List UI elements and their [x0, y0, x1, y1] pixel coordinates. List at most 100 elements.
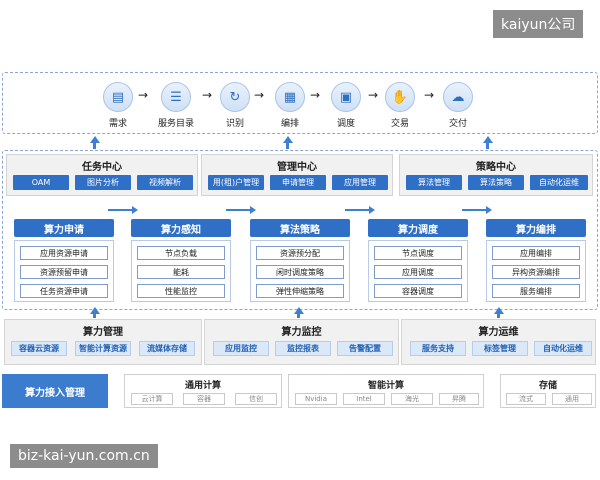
resource-title: 智能计算 — [367, 381, 404, 391]
panel-title: 算力运维 — [478, 327, 519, 338]
module-item[interactable]: 节点负载 — [137, 246, 225, 260]
flow-container — [2, 72, 598, 134]
ops-item-button[interactable]: 智能计算资源 — [75, 341, 131, 356]
module-item[interactable]: 应用资源申请 — [20, 246, 108, 260]
ops-item-button[interactable]: 流媒体存储 — [139, 341, 195, 356]
panel-title: 任务中心 — [82, 162, 122, 173]
flow-label: 服务目录 — [157, 119, 194, 129]
up-arrow-stem — [93, 313, 96, 318]
compute-access-management[interactable]: 算力接入管理 — [2, 374, 108, 408]
list-icon: ☰ — [161, 82, 191, 112]
module-item[interactable]: 性能监控 — [137, 284, 225, 298]
up-arrow-icon — [90, 307, 100, 314]
module-item[interactable]: 应用调度 — [374, 265, 462, 279]
up-arrow-stem — [497, 313, 500, 318]
arrow-right-icon: → — [424, 88, 435, 102]
compute-monitoring-panel: 算力监控 应用监控 监控报表 告警配置 — [204, 319, 399, 365]
cloud-icon: ☁ — [443, 82, 473, 112]
module-header: 算力申请 — [14, 219, 114, 237]
arrow-right-icon — [226, 206, 256, 214]
flow-step-orchestrate: ▦ 编排 — [260, 82, 320, 129]
up-arrow-icon — [90, 136, 100, 143]
module-item[interactable]: 能耗 — [137, 265, 225, 279]
handshake-icon: ✋ — [385, 82, 415, 112]
module-item[interactable]: 容器调度 — [374, 284, 462, 298]
ops-item-button[interactable]: 应用监控 — [213, 341, 269, 356]
arrow-right-icon: → — [202, 88, 213, 102]
resource-title: 存储 — [538, 381, 557, 391]
up-arrow-icon — [483, 136, 493, 143]
up-arrow-icon — [294, 307, 304, 314]
arrow-right-icon — [345, 206, 375, 214]
arrow-right-icon: → — [368, 88, 379, 102]
module-item[interactable]: 任务资源申请 — [20, 284, 108, 298]
ops-item-button[interactable]: 自动化运维 — [534, 341, 592, 356]
general-compute-box: 通用计算 云计算 容器 信创 — [124, 374, 282, 408]
strategy-center-panel: 策略中心 算法管理 算法策略 自动化运维 — [399, 154, 593, 196]
resource-item: Nvidia — [295, 393, 337, 405]
module-item[interactable]: 弹性伸缩策略 — [256, 284, 344, 298]
flow-label: 交付 — [448, 119, 467, 129]
ops-item-button[interactable]: 标签管理 — [472, 341, 528, 356]
module-item[interactable]: 资源预留申请 — [20, 265, 108, 279]
flow-label: 识别 — [225, 119, 244, 129]
module-item[interactable]: 资源预分配 — [256, 246, 344, 260]
flow-label: 需求 — [108, 119, 127, 129]
compute-operations-panel: 算力运维 服务支持 标签管理 自动化运维 — [401, 319, 596, 365]
refresh-icon: ↻ — [220, 82, 250, 112]
watermark-top: kaiyun公司 — [493, 10, 584, 38]
flow-label: 编排 — [280, 119, 299, 129]
resource-item: 云计算 — [131, 393, 173, 405]
center-item-button[interactable]: 应用管理 — [332, 175, 388, 190]
module-item[interactable]: 节点调度 — [374, 246, 462, 260]
center-item-button[interactable]: 用(租)户管理 — [208, 175, 264, 190]
center-item-button[interactable]: 算法策略 — [468, 175, 524, 190]
center-item-button[interactable]: OAM — [13, 175, 69, 190]
module-item[interactable]: 应用编排 — [492, 246, 580, 260]
ops-item-button[interactable]: 容器云资源 — [11, 341, 67, 356]
intelligent-compute-box: 智能计算 Nvidia Intel 海光 昇腾 — [288, 374, 484, 408]
storage-box: 存储 流式 通用 — [500, 374, 596, 408]
module-header: 算法策略 — [250, 219, 350, 237]
center-item-button[interactable]: 视频解析 — [137, 175, 193, 190]
resource-item: 通用 — [552, 393, 592, 405]
resource-item: 容器 — [183, 393, 225, 405]
flow-step-trade: ✋ 交易 — [370, 82, 430, 129]
module-header: 算力感知 — [131, 219, 231, 237]
panel-title: 管理中心 — [277, 162, 317, 173]
resource-item: 海光 — [391, 393, 433, 405]
watermark-bottom: biz-kai-yun.com.cn — [10, 444, 158, 468]
management-center-panel: 管理中心 用(租)户管理 申请管理 应用管理 — [201, 154, 393, 196]
module-item[interactable]: 闲时调度策略 — [256, 265, 344, 279]
flow-label: 调度 — [336, 119, 355, 129]
panel-title: 算力监控 — [281, 327, 322, 338]
up-arrow-stem — [297, 313, 300, 318]
task-center-panel: 任务中心 OAM 图片分析 视频解析 — [6, 154, 198, 196]
center-item-button[interactable]: 申请管理 — [270, 175, 326, 190]
monitor-icon: ▣ — [331, 82, 361, 112]
ops-item-button[interactable]: 监控报表 — [275, 341, 331, 356]
ops-item-button[interactable]: 服务支持 — [410, 341, 466, 356]
center-item-button[interactable]: 图片分析 — [75, 175, 131, 190]
module-item[interactable]: 异构资源编排 — [492, 265, 580, 279]
module-item[interactable]: 服务编排 — [492, 284, 580, 298]
arrow-right-icon — [462, 206, 492, 214]
flow-label: 交易 — [390, 119, 409, 129]
arrow-right-icon — [108, 206, 138, 214]
flow-step-demand: ▤ 需求 — [88, 82, 148, 129]
document-icon: ▤ — [103, 82, 133, 112]
flow-step-identify: ↻ 识别 — [205, 82, 265, 129]
center-item-button[interactable]: 自动化运维 — [530, 175, 588, 190]
resource-item: 昇腾 — [439, 393, 479, 405]
center-item-button[interactable]: 算法管理 — [406, 175, 462, 190]
module-header: 算力调度 — [368, 219, 468, 237]
up-arrow-icon — [494, 307, 504, 314]
arrow-right-icon: → — [254, 88, 265, 102]
panel-title: 策略中心 — [476, 162, 516, 173]
arrow-right-icon: → — [310, 88, 321, 102]
flow-step-deliver: ☁ 交付 — [428, 82, 488, 129]
compute-management-panel: 算力管理 容器云资源 智能计算资源 流媒体存储 — [4, 319, 202, 365]
resource-item: Intel — [343, 393, 385, 405]
up-arrow-stem — [93, 143, 96, 149]
ops-item-button[interactable]: 告警配置 — [337, 341, 393, 356]
